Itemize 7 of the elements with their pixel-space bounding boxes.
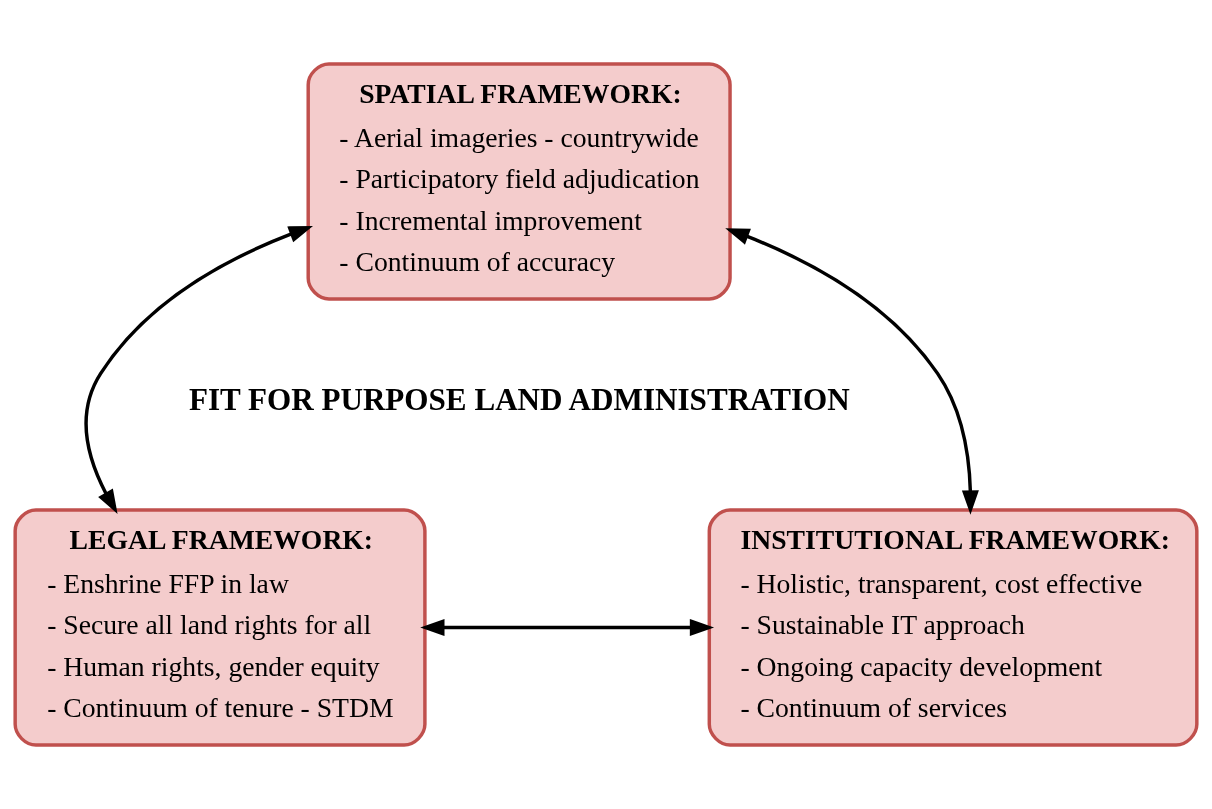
node-box: SPATIAL FRAMEWORK: - Aerial imageries - countrywide - Participatory field adjudication - Incremental improvement - Continuum of accuracy xyxy=(306,62,732,301)
arrow xyxy=(84,225,313,514)
node-box: LEGAL FRAMEWORK: - Enshrine FFP in law - Secure all land rights for all - Human rights, gender equity - Continuum of tenure - STDM xyxy=(13,508,427,747)
arrow xyxy=(725,228,979,515)
label: FIT FOR PURPOSE LAND ADMINISTRATION xyxy=(188,382,850,418)
node-box: INSTITUTIONAL FRAMEWORK: - Holistic, transparent, cost effective - Sustainable IT approach - Ongoing capacity development - Continuum of services xyxy=(707,508,1199,747)
arrow xyxy=(420,619,715,636)
